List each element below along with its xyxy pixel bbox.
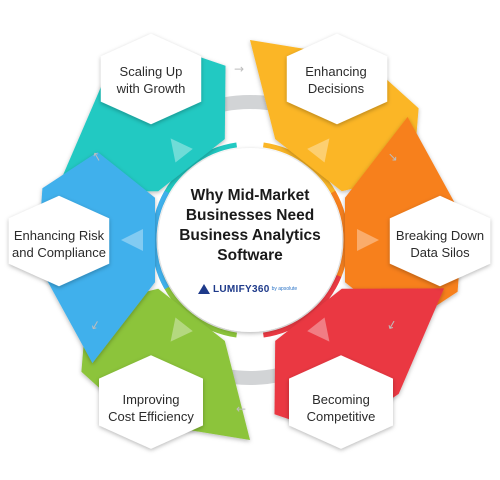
node-label-cost: Improving Cost Efficiency: [108, 392, 194, 424]
node-label-scaling: Scaling Up with Growth: [116, 64, 186, 96]
arrow-left-icon: ←: [236, 402, 247, 416]
badge-silos: [389, 195, 491, 287]
notch-decisions: [307, 138, 330, 163]
node-label-silos: Breaking Down Data Silos: [395, 228, 485, 260]
notch-competitive: [307, 317, 330, 342]
node-label-decisions: Enhancing Decisions: [305, 64, 367, 96]
badge-cost: [99, 355, 203, 449]
logo-subtext: by apsolute: [271, 286, 298, 292]
arrow-right-icon: →: [234, 62, 245, 76]
notch-risk: [121, 229, 143, 251]
lumify-logo-icon: [198, 284, 210, 294]
notch-cost: [170, 317, 193, 342]
badge-risk: [8, 195, 110, 287]
center-title: Why Mid-Market Businesses Need Business …: [179, 187, 321, 264]
notch-scaling: [170, 138, 193, 163]
logo-text: LUMIFY360: [213, 283, 270, 295]
badge-scaling: [100, 33, 202, 125]
node-label-risk: Enhancing Risk and Compliance: [12, 228, 106, 260]
node-label-competitive: Becoming Competitive: [306, 392, 376, 424]
badge-competitive: [289, 355, 393, 449]
badge-decisions: [286, 33, 388, 125]
notch-silos: [357, 229, 379, 251]
lumify-logo: LUMIFY360 by apsolute: [198, 282, 308, 296]
